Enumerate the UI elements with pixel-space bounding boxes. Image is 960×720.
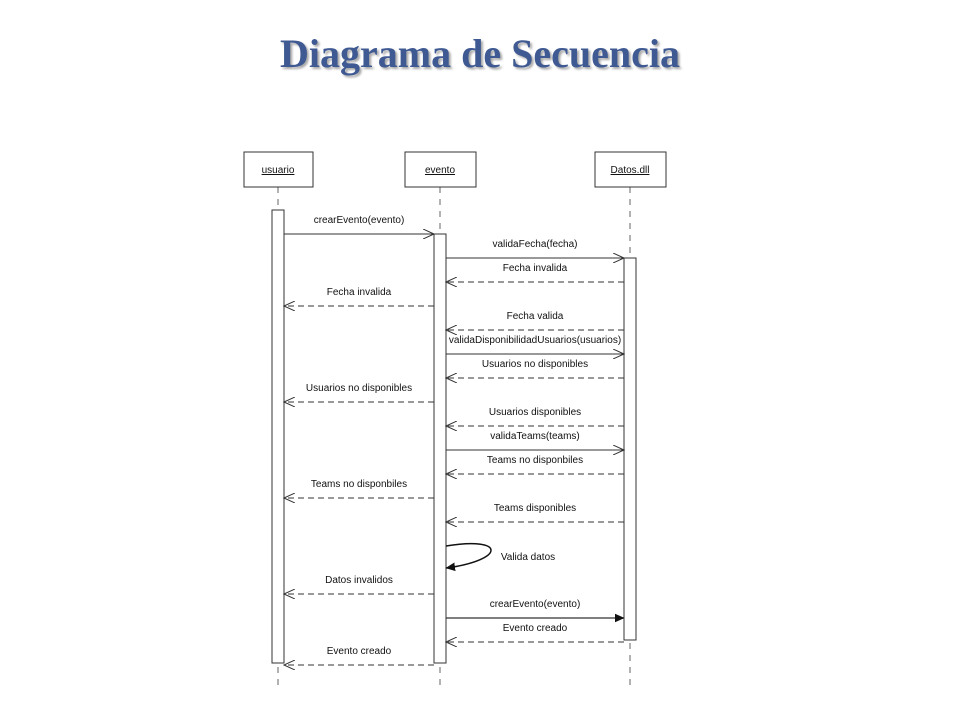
message-label: Evento creado: [503, 623, 568, 634]
message-label: crearEvento(evento): [490, 599, 581, 610]
message-arrow-self: [446, 542, 492, 568]
message-label: validaFecha(fecha): [492, 239, 577, 250]
slide-title: Diagrama de Secuencia: [280, 31, 680, 76]
message-label: validaDisponibilidadUsuarios(usuarios): [449, 335, 621, 346]
message-label: Valida datos: [501, 552, 555, 563]
message-label: Evento creado: [327, 646, 392, 657]
activation-bar-evento: [433, 233, 447, 664]
message-label: Usuarios disponibles: [489, 407, 581, 418]
participant-label-usuario: usuario: [262, 165, 295, 176]
message-label: Usuarios no disponibles: [482, 359, 588, 370]
activation-bar-usuario: [271, 209, 285, 664]
message-label: Fecha valida: [507, 311, 564, 322]
participant-label-datos: Datos.dll: [611, 165, 650, 176]
message-label: Teams no disponbiles: [311, 479, 407, 490]
message-label: validaTeams(teams): [490, 431, 579, 442]
activation-bar-datos: [623, 257, 637, 641]
message-label: Fecha invalida: [327, 287, 392, 298]
participant-label-evento: evento: [425, 165, 455, 176]
participant-box-datos: [594, 151, 667, 188]
participant-box-usuario: [243, 151, 314, 188]
message-label: Teams disponibles: [494, 503, 576, 514]
message-label: Teams no disponbiles: [487, 455, 583, 466]
message-label: Usuarios no disponibles: [306, 383, 412, 394]
participant-box-evento: [404, 151, 477, 188]
message-label: Datos invalidos: [325, 575, 393, 586]
message-label: Fecha invalida: [503, 263, 568, 274]
message-label: crearEvento(evento): [314, 215, 405, 226]
